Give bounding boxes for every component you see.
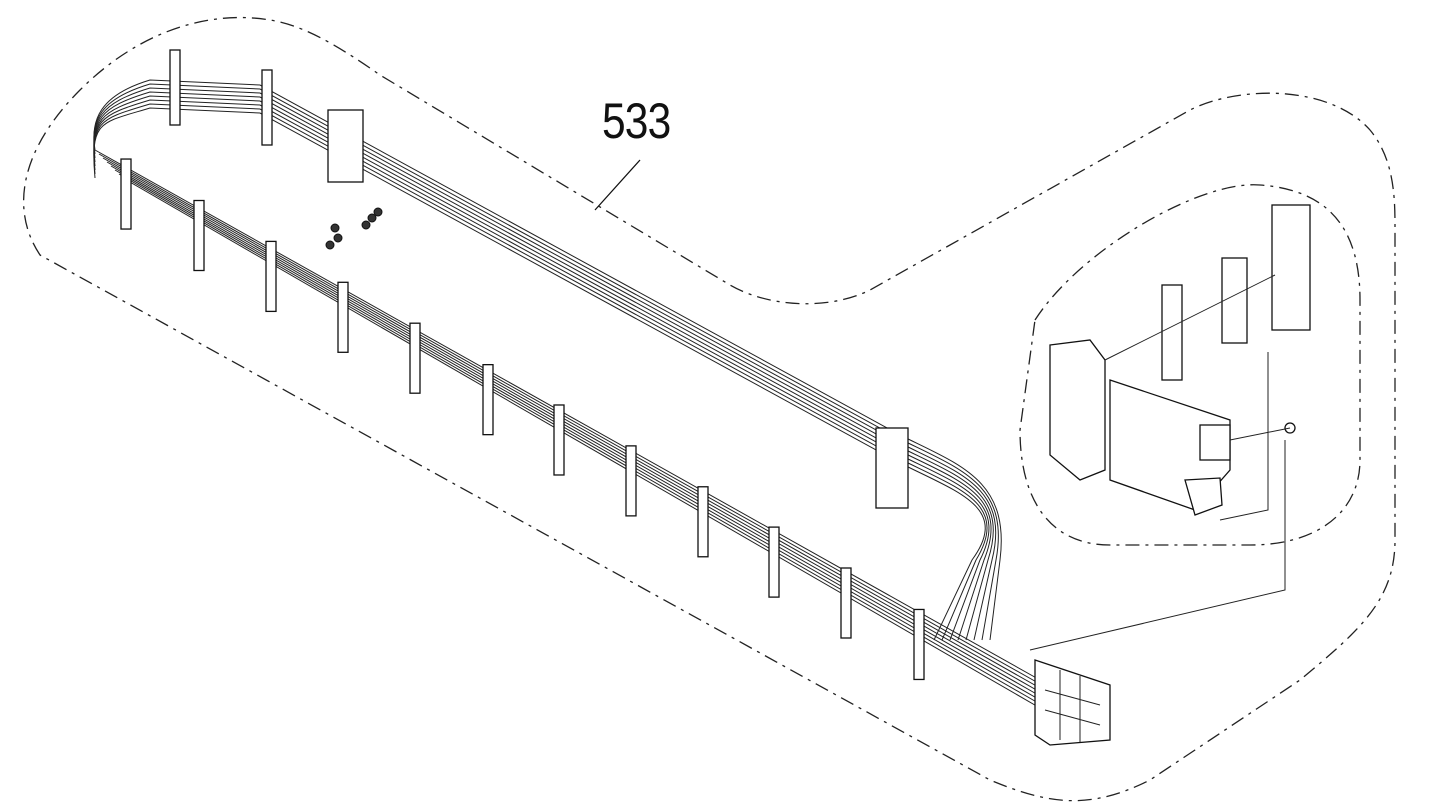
wire-clip	[553, 404, 565, 476]
inset-boundary	[1019, 184, 1361, 546]
inset-parts	[1029, 204, 1311, 651]
wire-clip	[261, 69, 273, 146]
wire-clip	[265, 240, 277, 313]
end-connector	[1034, 659, 1111, 746]
wire-clip	[840, 567, 852, 639]
wire	[98, 153, 1041, 685]
part-number-label: 533	[602, 93, 671, 149]
wire	[93, 107, 986, 641]
wire-clip	[193, 199, 205, 272]
wire	[93, 95, 992, 641]
wire-clip	[169, 49, 181, 126]
wire-bundle	[93, 79, 1041, 709]
wire	[93, 87, 997, 641]
wire-clip	[768, 526, 780, 598]
wire-clip	[482, 364, 494, 436]
connector-block	[875, 427, 909, 509]
wire-clips	[120, 49, 925, 681]
wire	[93, 99, 990, 641]
wire	[93, 103, 988, 641]
leader-line	[594, 159, 641, 211]
wire-clip	[625, 445, 637, 517]
wire	[102, 157, 1041, 689]
wire-clip	[120, 158, 132, 230]
wire-clip	[337, 281, 349, 353]
wire-clip	[697, 486, 709, 558]
wire	[93, 79, 1002, 641]
wire	[93, 91, 994, 641]
wire	[106, 161, 1041, 693]
screws	[325, 207, 383, 250]
wire	[94, 149, 1041, 681]
assembly-boundary	[23, 16, 1396, 802]
wire	[93, 83, 999, 641]
wire-clip	[409, 322, 421, 394]
wire-clip	[913, 608, 925, 681]
connector-block	[327, 109, 364, 183]
